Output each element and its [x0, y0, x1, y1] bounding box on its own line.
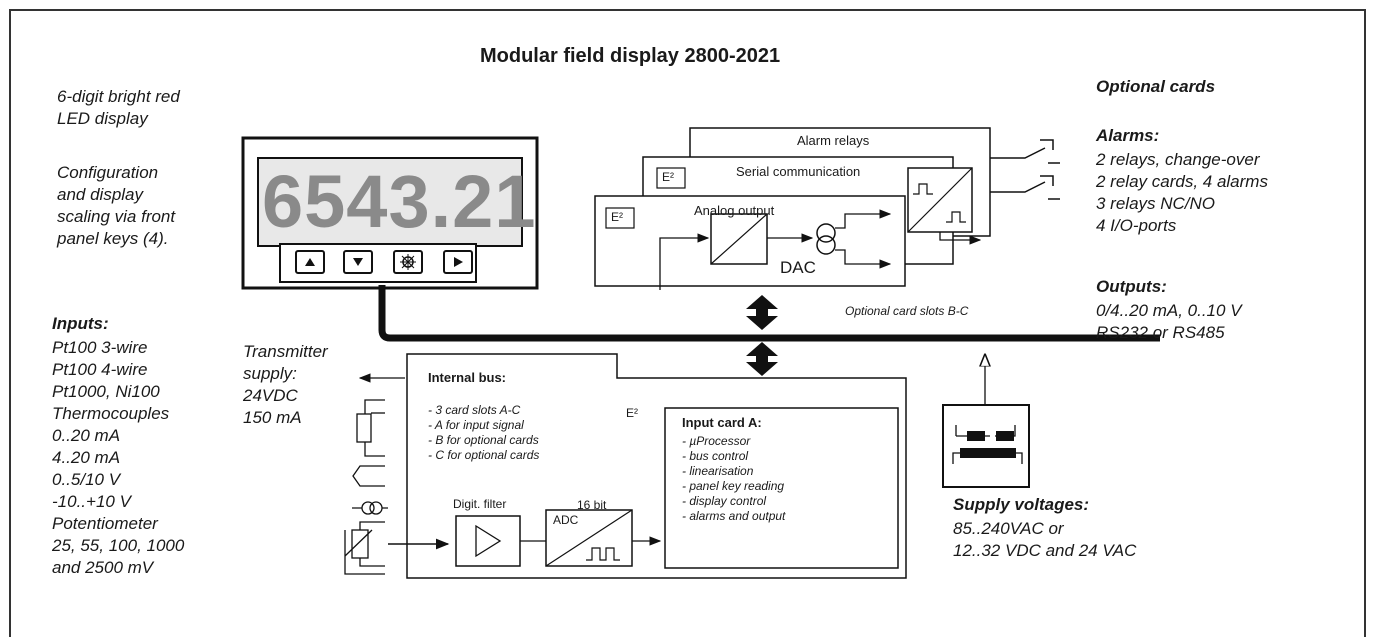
supply-item: 12..32 VDC and 24 VAC	[953, 541, 1137, 560]
input-item: -10..+10 V	[52, 492, 131, 511]
e2-label: E²	[626, 406, 638, 420]
input-card-item: - µProcessor	[682, 434, 751, 448]
input-item: 0..5/10 V	[52, 470, 121, 489]
config-line-3: scaling via front	[57, 207, 176, 226]
display-value: 6543.21	[262, 160, 537, 243]
bits-label: 16 bit	[577, 498, 607, 512]
e2-label: E²	[611, 210, 623, 224]
page-title: Modular field display 2800-2021	[480, 45, 781, 67]
adc-label: ADC	[553, 513, 579, 527]
adc-converter-icon	[545, 509, 633, 567]
bidirectional-arrow-icon	[746, 295, 778, 376]
input-card-box	[664, 407, 899, 569]
input-item: Thermocouples	[52, 404, 170, 423]
digital-filter-label: Digit. filter	[453, 497, 507, 511]
optional-cards-heading: Optional cards	[1096, 77, 1216, 96]
input-item: Pt1000, Ni100	[52, 382, 160, 401]
input-item: Potentiometer	[52, 514, 158, 533]
display-desc-line-1: 6-digit bright red	[57, 87, 180, 106]
input-item: Pt100 4-wire	[52, 360, 148, 379]
alarms-heading: Alarms:	[1096, 126, 1160, 145]
config-line-2: and display	[57, 185, 144, 204]
internal-bus-heading: Internal bus:	[428, 370, 507, 385]
right-key-icon	[443, 250, 473, 274]
thermocouple-icon	[352, 465, 385, 487]
transmitter-line-4: 150 mA	[243, 408, 302, 427]
internal-bus-item: - 3 card slots A-C	[428, 403, 521, 417]
alarm-relays-label: Alarm relays	[797, 133, 870, 148]
current-source-icon	[816, 223, 836, 255]
alarm-item: 4 I/O-ports	[1096, 216, 1177, 235]
main-bus-line	[378, 285, 1160, 342]
up-key-icon	[295, 250, 325, 274]
input-item: Pt100 3-wire	[52, 338, 148, 357]
internal-bus-item: - A for input signal	[428, 418, 524, 432]
supply-heading: Supply voltages:	[953, 495, 1090, 514]
potentiometer-icon	[344, 521, 385, 575]
transmitter-line-1: Transmitter	[243, 342, 328, 361]
transmitter-line-2: supply:	[243, 364, 297, 383]
output-item: RS232 or RS485	[1096, 323, 1225, 342]
display-desc-line-2: LED display	[57, 109, 148, 128]
input-item: and 2500 mV	[52, 558, 154, 577]
config-line-4: panel keys (4).	[57, 229, 169, 248]
front-keys	[295, 250, 473, 274]
input-card-item: - panel key reading	[682, 479, 785, 493]
analog-output-label: Analog output	[694, 203, 775, 218]
serial-communication-label: Serial communication	[736, 164, 861, 179]
menu-key-icon	[393, 250, 423, 274]
down-key-icon	[343, 250, 373, 274]
input-card-item: - alarms and output	[682, 509, 786, 523]
dac-converter-icon	[907, 167, 973, 233]
power-supply-icon	[942, 404, 1030, 488]
inputs-heading: Inputs:	[52, 314, 109, 333]
alarm-item: 3 relays NC/NO	[1096, 194, 1216, 213]
input-card-item: - linearisation	[682, 464, 754, 478]
optional-slots-label: Optional card slots B-C	[845, 304, 969, 318]
alarm-item: 2 relay cards, 4 alarms	[1096, 172, 1268, 191]
outputs-heading: Outputs:	[1096, 277, 1167, 296]
output-item: 0/4..20 mA, 0..10 V	[1096, 301, 1242, 320]
relay-contact-icon	[990, 139, 1060, 200]
input-item: 25, 55, 100, 1000	[52, 536, 185, 555]
resistor-icon	[356, 399, 385, 457]
input-item: 4..20 mA	[52, 448, 121, 467]
supply-item: 85..240VAC or	[953, 519, 1064, 538]
transmitter-line-3: 24VDC	[243, 386, 298, 405]
internal-bus-item: - B for optional cards	[428, 433, 539, 447]
internal-bus-item: - C for optional cards	[428, 448, 540, 462]
input-item: 0..20 mA	[52, 426, 121, 445]
input-card-item: - bus control	[682, 449, 749, 463]
dac-label: DAC	[780, 258, 816, 277]
outer-frame	[9, 9, 1366, 637]
alarm-item: 2 relays, change-over	[1096, 150, 1260, 169]
amplifier-icon	[455, 515, 521, 567]
current-source-icon	[352, 501, 388, 515]
input-card-item: - display control	[682, 494, 767, 508]
e2-label: E²	[662, 170, 674, 184]
input-card-heading: Input card A:	[682, 415, 762, 430]
config-line-1: Configuration	[57, 163, 159, 182]
